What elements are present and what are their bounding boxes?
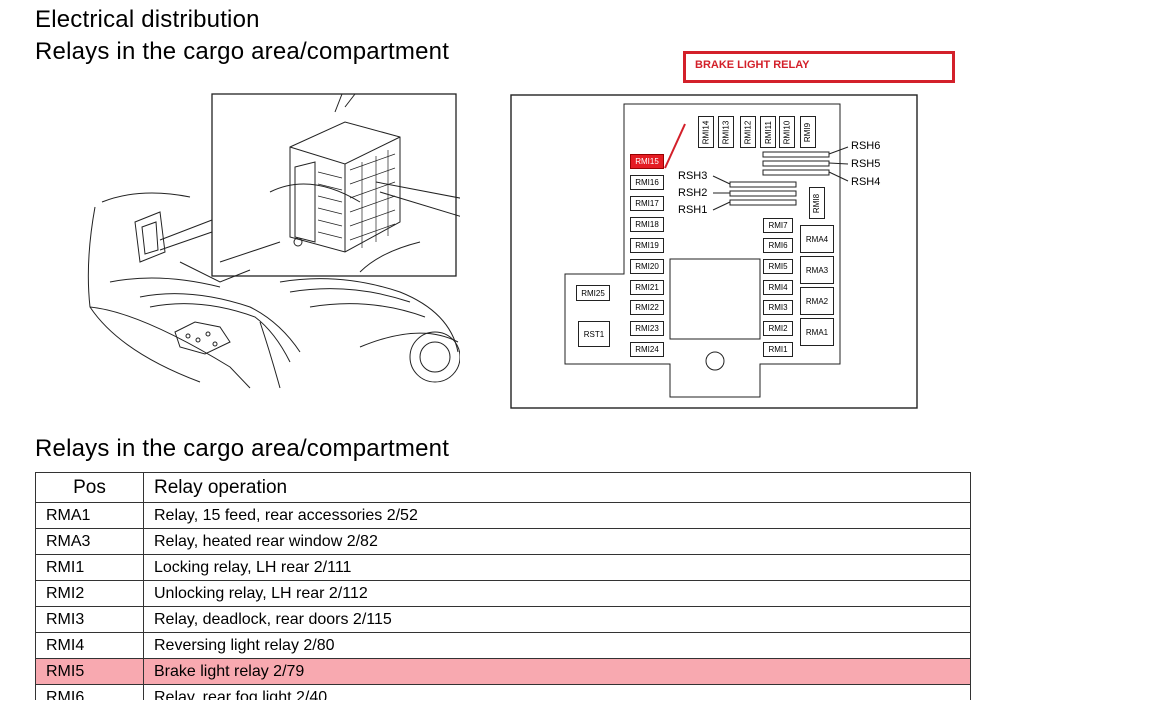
row-pos: RMI2 [35, 580, 144, 607]
row-operation: Reversing light relay 2/80 [143, 632, 971, 659]
row-pos: RMI5 [35, 658, 144, 685]
row-pos: RMI6 [35, 684, 144, 700]
relay-rmi17: RMI17 [630, 196, 664, 211]
relay-rmi9: RMI9 [800, 116, 816, 148]
relay-rmi12: RMI12 [740, 116, 756, 148]
relay-rma3: RMA3 [800, 256, 834, 284]
table-title: Relays in the cargo area/compartment [35, 435, 450, 462]
row-pos: RMA3 [35, 528, 144, 555]
relay-panel-outline [510, 94, 918, 409]
row-pos: RMI1 [35, 554, 144, 581]
relay-rma2: RMA2 [800, 287, 834, 315]
relay-rmi15-highlighted: RMI15 [630, 154, 664, 169]
relay-panel-diagram: RMI14 RMI13 RMI12 RMI11 RMI10 RMI9 RMI15… [510, 94, 918, 410]
table-header-row: Pos Relay operation [35, 472, 971, 503]
label-rsh3: RSH3 [678, 170, 708, 182]
relay-rmi14: RMI14 [698, 116, 714, 148]
relay-rmi20: RMI20 [630, 259, 664, 274]
label-rsh5: RSH5 [851, 158, 881, 170]
relay-rmi25: RMI25 [576, 285, 610, 301]
page-title: Electrical distribution [35, 6, 260, 33]
relay-rmi2: RMI2 [763, 321, 793, 336]
relay-rmi19: RMI19 [630, 238, 664, 253]
relay-rst1: RST1 [578, 321, 610, 347]
relay-rmi24: RMI24 [630, 342, 664, 357]
relay-rma4: RMA4 [800, 225, 834, 253]
row-operation: Unlocking relay, LH rear 2/112 [143, 580, 971, 607]
brake-light-relay-callout: BRAKE LIGHT RELAY [683, 51, 955, 83]
relay-rmi13: RMI13 [718, 116, 734, 148]
label-rsh6: RSH6 [851, 140, 881, 152]
relay-rmi4: RMI4 [763, 280, 793, 295]
relay-rmi16: RMI16 [630, 175, 664, 190]
column-header-operation: Relay operation [143, 472, 971, 503]
relay-rmi11: RMI11 [760, 116, 776, 148]
row-operation: Relay, 15 feed, rear accessories 2/52 [143, 502, 971, 529]
label-rsh4: RSH4 [851, 176, 881, 188]
relay-rmi8: RMI8 [809, 187, 825, 219]
relay-rmi1: RMI1 [763, 342, 793, 357]
relay-rma1: RMA1 [800, 318, 834, 346]
relay-rmi22: RMI22 [630, 300, 664, 315]
cargo-area-illustration [87, 93, 460, 389]
relay-rmi6: RMI6 [763, 238, 793, 253]
column-header-pos: Pos [35, 472, 144, 503]
relay-rmi10: RMI10 [779, 116, 795, 148]
row-pos: RMI4 [35, 632, 144, 659]
relay-rmi3: RMI3 [763, 300, 793, 315]
label-rsh1: RSH1 [678, 204, 708, 216]
row-operation: Brake light relay 2/79 [143, 658, 971, 685]
label-rsh2: RSH2 [678, 187, 708, 199]
row-operation: Relay, heated rear window 2/82 [143, 528, 971, 555]
relay-rmi18: RMI18 [630, 217, 664, 232]
row-pos: RMA1 [35, 502, 144, 529]
relay-rmi23: RMI23 [630, 321, 664, 336]
section-subtitle: Relays in the cargo area/compartment [35, 38, 450, 65]
relay-rmi21: RMI21 [630, 280, 664, 295]
row-operation: Relay, rear fog light 2/40 [143, 684, 971, 700]
row-operation: Relay, deadlock, rear doors 2/115 [143, 606, 971, 633]
relay-rmi7: RMI7 [763, 218, 793, 233]
row-pos: RMI3 [35, 606, 144, 633]
row-operation: Locking relay, LH rear 2/111 [143, 554, 971, 581]
relay-rmi5: RMI5 [763, 259, 793, 274]
